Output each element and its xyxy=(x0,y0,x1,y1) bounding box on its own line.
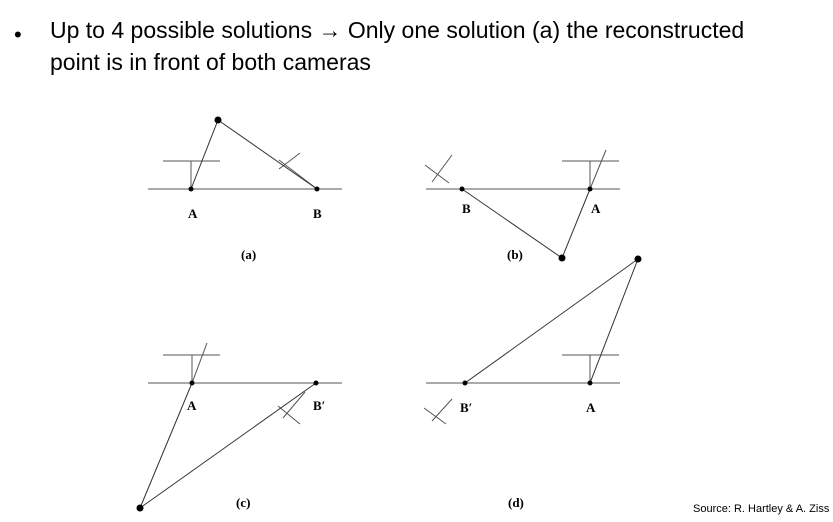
bullet-line-1: Up to 4 possible solutions → Only one so… xyxy=(50,17,745,43)
camera-center-a4 xyxy=(587,380,593,386)
camera-center-a1 xyxy=(188,186,194,192)
camera-center-a2 xyxy=(587,186,593,192)
camera-b-image-plane xyxy=(424,164,450,184)
bullet-marker: • xyxy=(14,22,22,47)
figure-c xyxy=(139,342,342,509)
ray-a xyxy=(589,258,639,384)
label-b-right: A xyxy=(591,201,601,216)
label-d-right: A xyxy=(586,400,596,415)
bullet-text: Up to 4 possible solutions → Only one so… xyxy=(50,14,810,78)
source-credit: Source: R. Hartley & A. Ziss xyxy=(693,503,830,515)
bullet-line-2: point is in front of both cameras xyxy=(50,49,371,75)
ray-b xyxy=(461,188,563,259)
figure-a xyxy=(148,119,342,190)
ray-a xyxy=(190,119,219,190)
ray-a xyxy=(139,382,193,509)
caption-b: (b) xyxy=(507,247,523,262)
ray-a-ext xyxy=(589,149,607,190)
camera-b-image-plane xyxy=(423,407,447,425)
label-d-left: B′ xyxy=(460,400,472,415)
ray-a xyxy=(561,188,591,259)
label-c-right: B′ xyxy=(313,398,325,413)
ray-b xyxy=(464,258,639,384)
camera-center-a3 xyxy=(189,380,195,386)
camera-b-axis xyxy=(282,391,306,419)
figure-d xyxy=(423,258,639,425)
point-a xyxy=(214,116,222,124)
ray-b xyxy=(139,382,317,509)
point-c xyxy=(136,504,144,512)
caption-d: (d) xyxy=(508,495,524,510)
camera-b-image-plane xyxy=(277,405,301,425)
label-a-left: A xyxy=(188,206,198,221)
label-b-left: B xyxy=(462,201,471,216)
point-b xyxy=(558,254,566,262)
camera-center-b4 xyxy=(462,380,468,386)
caption-a: (a) xyxy=(241,247,256,262)
point-d xyxy=(634,255,642,263)
ray-a-ext xyxy=(191,342,208,384)
label-c-left: A xyxy=(187,398,197,413)
camera-b-axis xyxy=(431,398,453,422)
camera-center-b2 xyxy=(459,186,465,192)
camera-center-b3 xyxy=(313,380,319,386)
caption-c: (c) xyxy=(236,495,250,510)
label-a-right: B xyxy=(313,206,322,221)
camera-b-image-plane xyxy=(278,152,301,170)
camera-center-b1 xyxy=(314,186,320,192)
camera-b-axis xyxy=(431,154,453,183)
ray-b xyxy=(217,119,318,190)
